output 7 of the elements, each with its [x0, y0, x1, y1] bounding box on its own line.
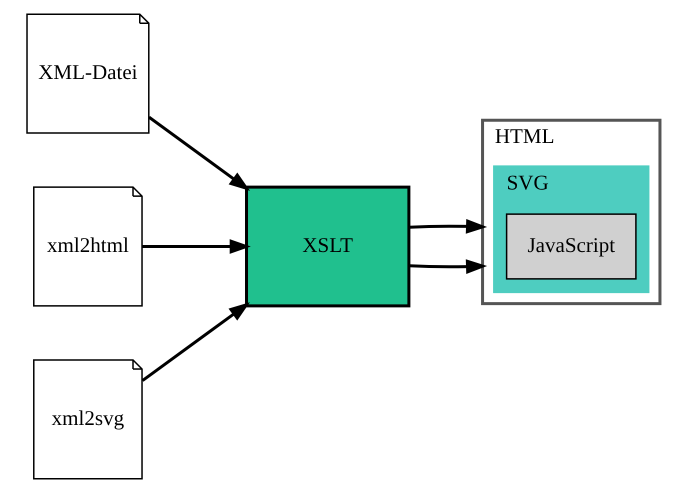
node-box: XSLT — [244, 186, 410, 308]
arrow — [142, 239, 250, 254]
arrow — [408, 218, 487, 234]
arrow — [148, 116, 250, 191]
node-box: JavaScript — [505, 213, 636, 280]
arrow — [141, 302, 250, 382]
arrow — [408, 259, 487, 274]
